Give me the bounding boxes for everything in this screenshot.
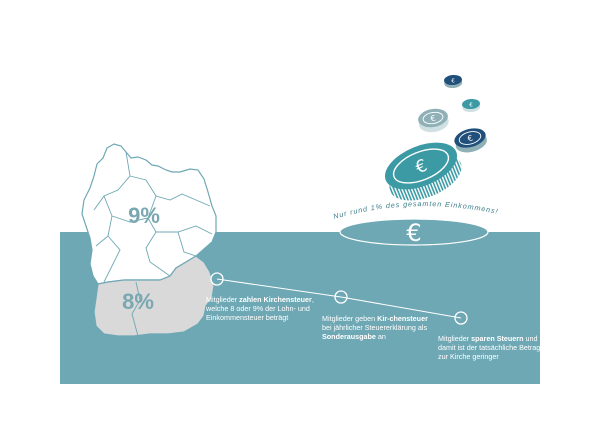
step-text-1: Mitglieder zahlen Kirchensteuer, welche … [206, 295, 314, 322]
income-note-path: Nur rund 1% des gesamten Einkommens! [332, 199, 498, 221]
germany-map: 9% 8% [81, 133, 217, 337]
map-islands [108, 133, 168, 164]
slot-euro-icon: € [406, 219, 421, 247]
state-border-south [131, 281, 141, 337]
income-note: Nur rund 1% des gesamten Einkommens! [332, 199, 499, 221]
timeline-line [216, 278, 462, 319]
svg-text:€: € [469, 102, 474, 108]
step-text-2: Mitglieder geben Kir-chensteuer bei jähr… [322, 314, 428, 341]
map-south [93, 255, 215, 337]
euro-coin-icon: € [454, 128, 487, 153]
svg-text:€: € [467, 133, 474, 143]
timeline-dot-icon [454, 311, 468, 325]
timeline-dot-icon [334, 290, 348, 304]
north-percent: 9% [128, 203, 160, 228]
svg-text:€: € [430, 114, 437, 124]
south-percent: 8% [122, 289, 154, 314]
euro-coin-icon: € [418, 108, 449, 133]
euro-coin-icon: € [444, 74, 463, 89]
timeline-dot-icon [210, 272, 224, 286]
step-text-3: Mitglieder sparen Steuern und damit ist … [438, 334, 541, 361]
svg-text:€: € [451, 78, 456, 84]
timeline [210, 272, 468, 325]
euro-coin-icon: € [462, 98, 481, 113]
state-borders-north [93, 151, 213, 283]
euro-coin-icon: € [384, 142, 462, 201]
coin-slot: € [339, 218, 489, 247]
